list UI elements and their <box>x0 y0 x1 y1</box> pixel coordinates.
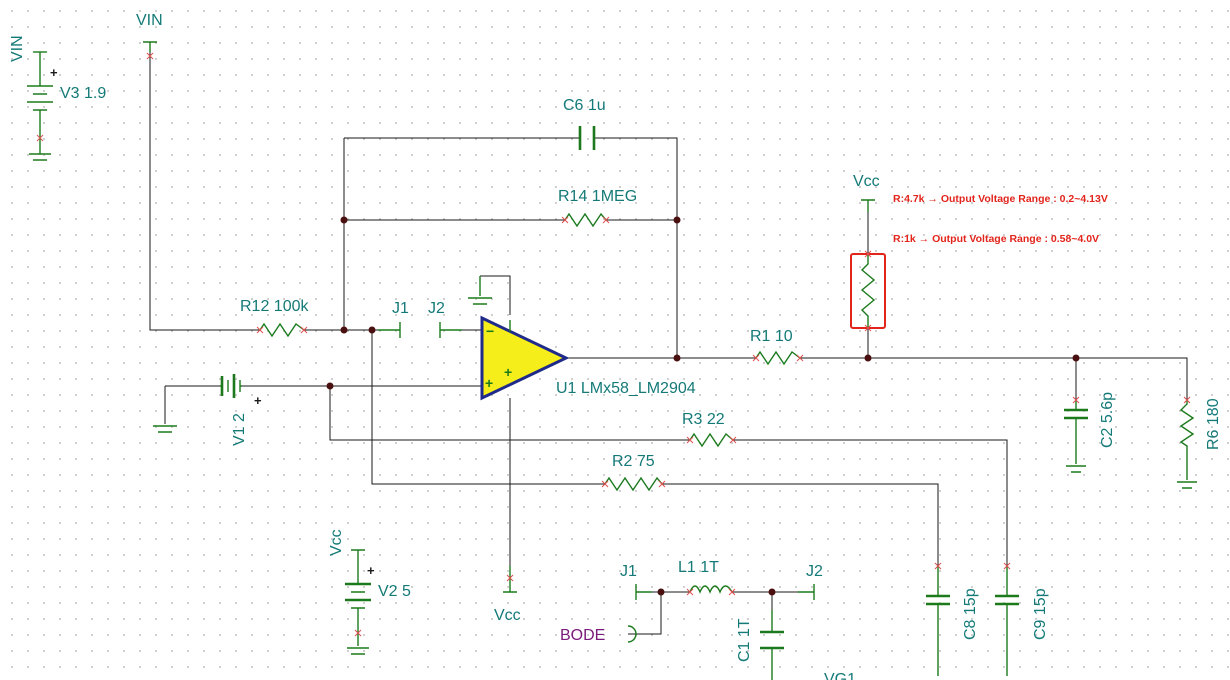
vcc-v2-label: Vcc <box>328 529 345 556</box>
u1-label: U1 LMx58_LM2904 <box>556 380 696 397</box>
vin-port-top-label: VIN <box>136 12 163 29</box>
r2-resistor-symbol <box>604 476 663 492</box>
vcc-top-terminal-symbol <box>861 199 875 212</box>
annotation-notes: R:4.7k → Output Voltage Range : 0.2~4.13… <box>893 193 1108 245</box>
vin-port-symbol <box>143 41 157 52</box>
c8-capacitor-symbol <box>926 566 950 676</box>
wires <box>149 50 1188 635</box>
v3-plus-mark: + <box>50 65 58 80</box>
c1-label: C1 1T <box>736 618 753 662</box>
junctions <box>326 216 1080 596</box>
r3-label: R3 22 <box>682 411 725 428</box>
svg-text:+: + <box>485 375 493 391</box>
r-pullup-resistor-symbol <box>850 253 886 329</box>
r3-resistor-symbol <box>689 432 734 448</box>
v2-plus-mark: + <box>367 563 375 578</box>
bode-label: BODE <box>560 627 605 644</box>
components: − + + <box>27 41 1197 680</box>
note-1k: R:1k → Output Voltage Range : 0.58~4.0V <box>893 233 1099 245</box>
r1-resistor-symbol <box>755 350 801 366</box>
svg-text:+: + <box>504 364 512 380</box>
c2-label: C2 5.6p <box>1099 392 1116 448</box>
l1-inductor-symbol <box>689 585 733 594</box>
v1-ground-symbol <box>153 425 177 433</box>
c6-label: C6 1u <box>563 97 606 114</box>
j2-jumper-symbol <box>439 322 462 338</box>
j1-jumper-symbol <box>378 322 401 338</box>
svg-text:−: − <box>486 323 494 339</box>
v1-label: V1 2 <box>231 413 248 446</box>
vcc-opamp-label: Vcc <box>494 607 521 624</box>
opamp-vcc-terminal-symbol <box>503 566 517 593</box>
r12-resistor-symbol <box>259 322 305 338</box>
note-4k7: R:4.7k → Output Voltage Range : 0.2~4.13… <box>893 193 1108 205</box>
labels: VIN VIN V3 1.9 C6 1u R14 1MEG R12 100k J… <box>9 12 1222 680</box>
r12-label: R12 100k <box>240 298 309 315</box>
j2-bottom-label: J2 <box>806 563 823 580</box>
c2-capacitor-symbol <box>1064 400 1088 473</box>
u1-opamp-symbol: − + + <box>480 315 570 401</box>
c8-label: C8 15p <box>962 588 979 640</box>
r6-label: R6 180 <box>1205 398 1222 450</box>
c1-capacitor-symbol <box>760 610 784 680</box>
c6-capacitor-symbol <box>578 126 596 150</box>
opamp-ground-symbol <box>468 276 492 305</box>
v1-plus-mark: + <box>254 393 262 408</box>
r6-resistor-symbol <box>1177 400 1197 489</box>
pin-markers <box>36 52 1191 637</box>
vin-port-left-label: VIN <box>9 35 26 62</box>
j2-label: J2 <box>428 300 445 317</box>
l1-label: L1 1T <box>678 559 719 576</box>
v2-label: V2 5 <box>378 583 411 600</box>
vg1-label: VG1 <box>824 671 856 680</box>
v3-battery-symbol <box>27 51 53 161</box>
j1-bottom-symbol <box>635 584 652 600</box>
r1-label: R1 10 <box>750 328 793 345</box>
r2-label: R2 75 <box>612 453 655 470</box>
j1-bottom-label: J1 <box>620 563 637 580</box>
r14-resistor-symbol <box>564 212 607 228</box>
v3-label: V3 1.9 <box>60 85 106 102</box>
j2-bottom-symbol <box>798 584 815 600</box>
r14-label: R14 1MEG <box>558 188 637 205</box>
vcc-top-label: Vcc <box>853 173 880 190</box>
v1-battery-symbol <box>220 374 242 398</box>
v2-battery-symbol <box>345 549 371 655</box>
j1-label: J1 <box>392 300 409 317</box>
c9-capacitor-symbol <box>995 566 1019 676</box>
bode-connector-symbol <box>627 625 637 643</box>
c9-label: C9 15p <box>1032 588 1049 640</box>
